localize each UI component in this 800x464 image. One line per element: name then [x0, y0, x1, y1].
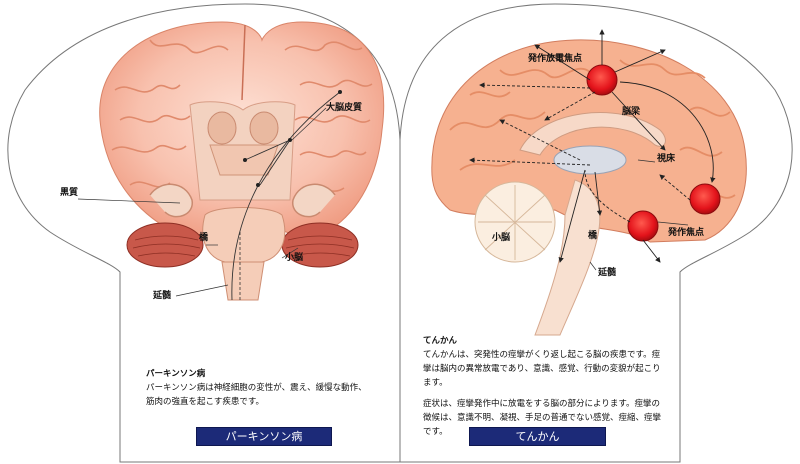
label-cerebellum-left: 小脳: [285, 253, 304, 263]
seizure-focus-marker-occipital: [689, 183, 721, 215]
epilepsy-description-2: 症状は、痙攣発作中に放電をする脳の部分によります。痙攣の徴候は、意識不明、凝視、…: [423, 399, 662, 437]
label-pons-left: 橋: [199, 233, 209, 243]
sagittal-brain: [431, 39, 747, 336]
seizure-focus-marker-top: [586, 64, 618, 96]
parkinson-button[interactable]: パーキンソン病: [196, 427, 332, 446]
label-thalamus: 視床: [657, 154, 676, 164]
right-leader-lines: [589, 159, 689, 271]
parkinson-title: パーキンソン病: [146, 369, 206, 379]
label-seizure-focus: 発作焦点: [668, 228, 705, 238]
label-medulla-right: 延髄: [598, 268, 617, 278]
epilepsy-button[interactable]: てんかん: [469, 427, 606, 446]
left-leader-lines: [77, 107, 327, 297]
label-pons-right: 橋: [588, 231, 598, 241]
label-corpus-callosum: 脳梁: [622, 107, 641, 117]
seizure-focus-marker-temporal: [627, 210, 659, 242]
parkinson-description-block: パーキンソン病 パーキンソン病は神経細胞の変性が、震え、緩慢な動作、筋肉の強直を…: [146, 367, 370, 409]
discharge-arrows: [469, 29, 716, 263]
parkinson-description: パーキンソン病は神経細胞の変性が、震え、緩慢な動作、筋肉の強直を起こす疾患です。: [146, 383, 367, 407]
label-cerebellum-right: 小脳: [492, 233, 511, 243]
label-cerebral-cortex: 大脳皮質: [326, 103, 363, 113]
label-seizure-discharge-focus: 発作放電焦点: [528, 54, 583, 64]
epilepsy-title: てんかん: [423, 336, 458, 346]
label-substantia-nigra: 黒質: [60, 188, 79, 198]
epilepsy-description-1: てんかんは、突発性の痙攣がくり返し起こる脳の疾患です。痙攣は脳内の異常放電であり…: [423, 350, 661, 388]
epilepsy-description-block: てんかん てんかんは、突発性の痙攣がくり返し起こる脳の疾患です。痙攣は脳内の異常…: [423, 334, 663, 439]
coronal-brain-section: [99, 21, 385, 301]
label-medulla-left: 延髄: [153, 291, 172, 301]
